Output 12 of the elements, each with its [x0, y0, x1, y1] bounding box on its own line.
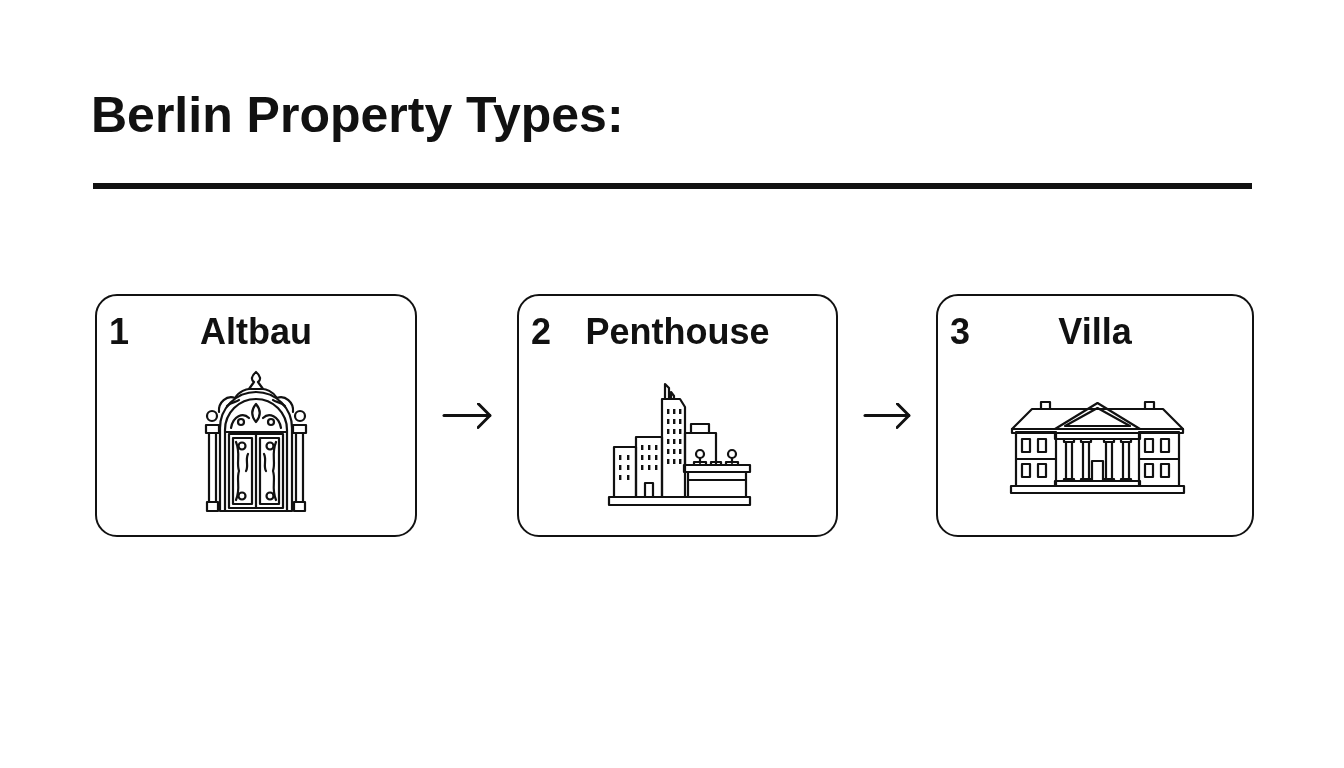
arrow — [442, 402, 492, 429]
property-card — [517, 294, 838, 537]
step-number: 3 — [950, 311, 971, 353]
step-number: 1 — [109, 311, 130, 353]
card-title: Penthouse — [585, 311, 770, 353]
property-card — [95, 294, 417, 537]
card-title: Villa — [1058, 311, 1132, 353]
diagram-title: Berlin Property Types: — [91, 87, 624, 145]
property-card — [936, 294, 1254, 537]
step-number: 2 — [531, 311, 552, 353]
card-title: Altbau — [200, 311, 312, 353]
arrow — [863, 402, 911, 429]
